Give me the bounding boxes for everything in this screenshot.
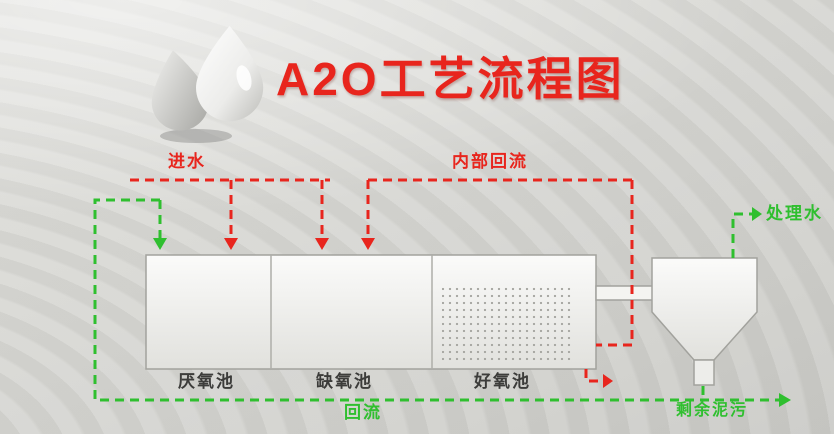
treated-water-label: 处理水	[766, 204, 823, 223]
clarifier-stem	[693, 359, 715, 386]
green-flow-arrowheads	[153, 207, 791, 407]
reflux-sludge-line	[93, 198, 779, 402]
water-drop-back-icon	[151, 50, 209, 131]
reflux-label: 回流	[344, 403, 382, 422]
bioreactor-tank	[145, 254, 597, 370]
excess-sludge-label: 剩余泥污	[676, 402, 749, 419]
aeration-dots	[442, 287, 572, 364]
inlet-flow-line	[130, 178, 330, 238]
anoxic-tank-label: 缺氧池	[316, 372, 373, 391]
outlet-pipe	[595, 285, 654, 301]
red-flow-arrowheads	[224, 238, 613, 388]
water-drop-front-icon	[196, 26, 264, 122]
internal-reflux-label: 内部回流	[452, 152, 528, 171]
aerobic-tank-label: 好氧池	[474, 372, 531, 391]
secondary-clarifier	[651, 257, 758, 386]
diagram-title: A2O工艺流程图	[276, 53, 625, 105]
inlet-label: 进水	[168, 152, 206, 171]
internal-reflux-line	[366, 178, 634, 383]
anaerobic-tank-label: 厌氧池	[178, 372, 235, 391]
water-drops-logo-icon	[151, 26, 264, 143]
